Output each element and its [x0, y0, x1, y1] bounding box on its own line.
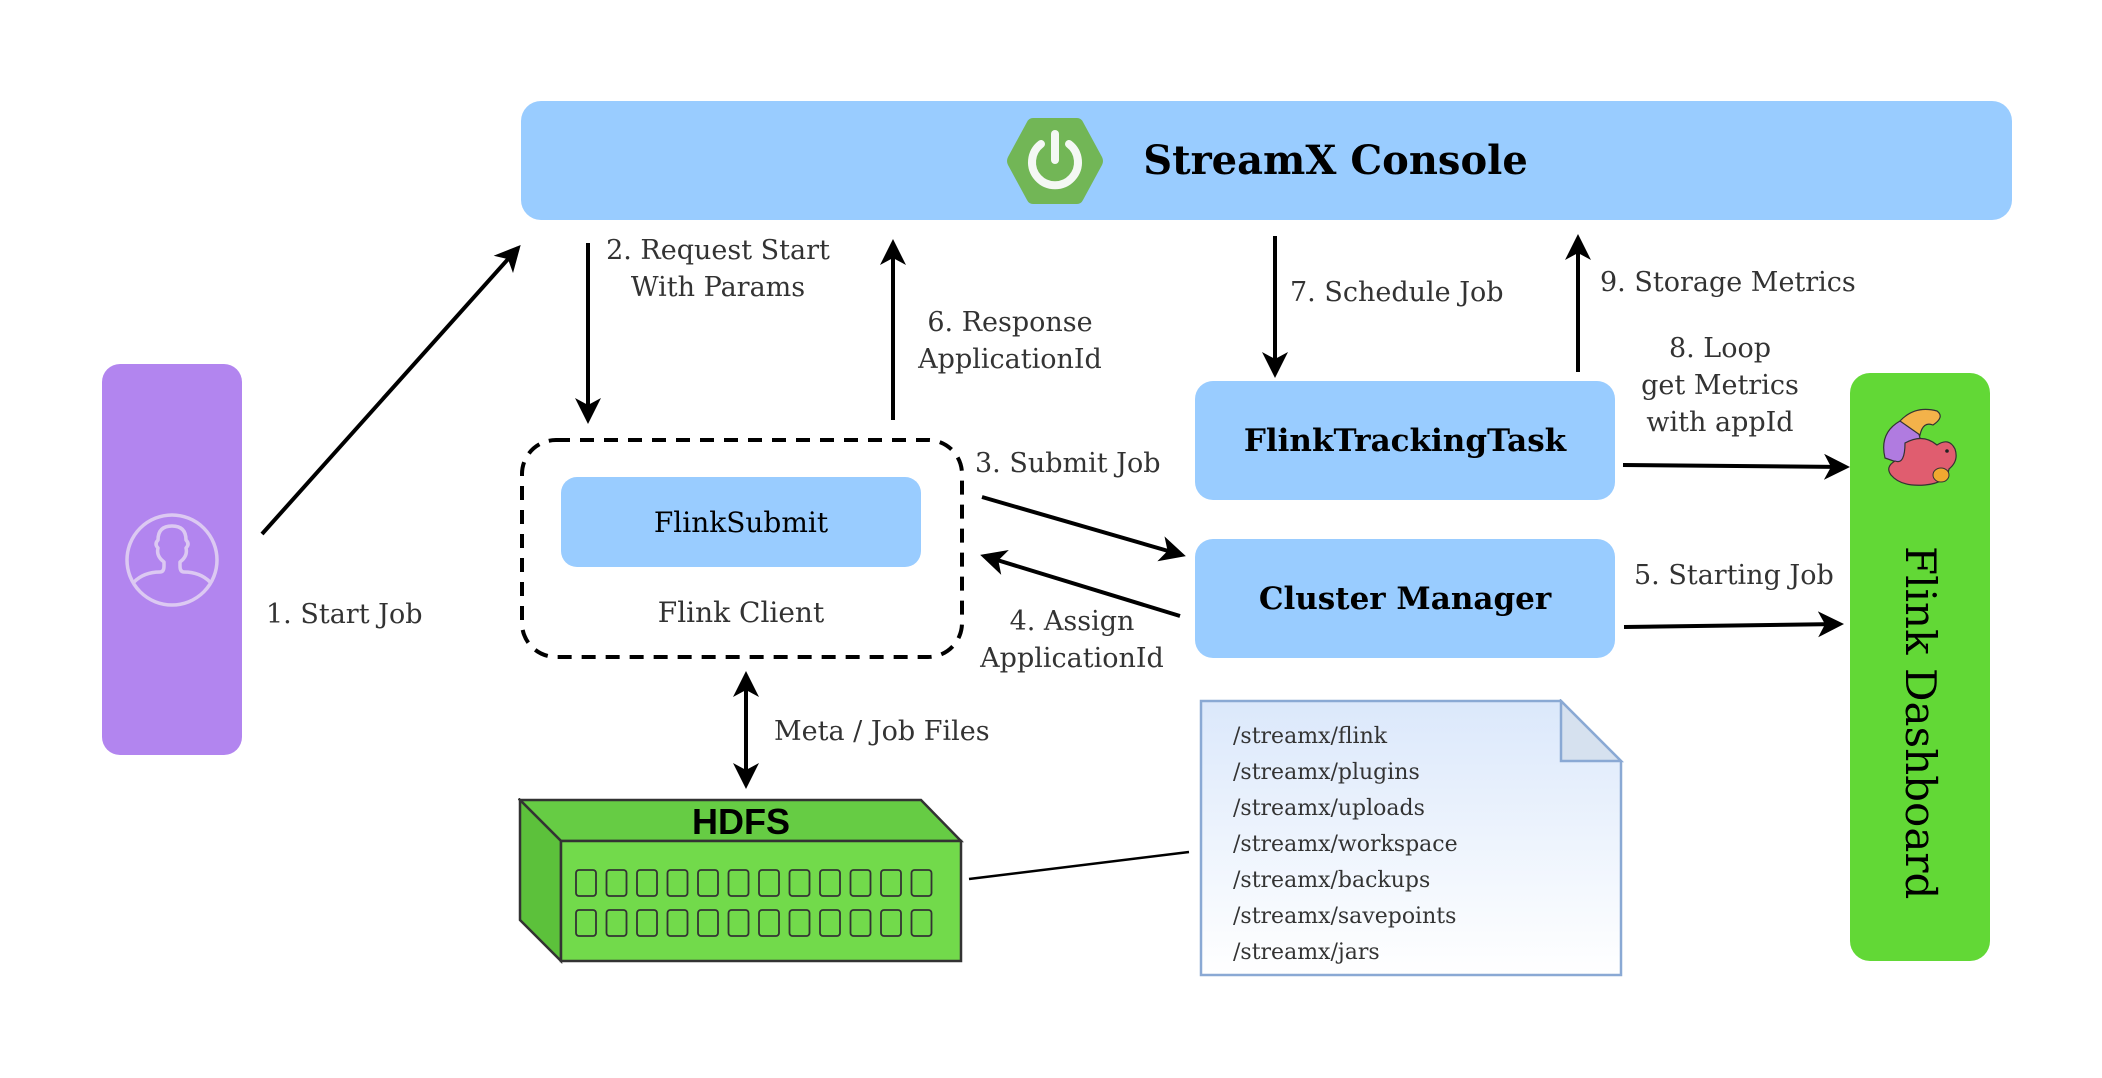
hdfs-note-connector — [968, 850, 1190, 881]
path-item: /streamx/plugins — [1233, 760, 1420, 785]
hdfs-disk-slot — [880, 869, 902, 897]
flink-tracking-task-box[interactable]: FlinkTrackingTask — [1195, 381, 1615, 500]
user-icon — [125, 512, 219, 607]
meta-job-files-label: Meta / Job Files — [774, 716, 990, 747]
path-item: /streamx/jars — [1233, 940, 1380, 965]
console-title: StreamX Console — [1143, 137, 1528, 184]
arrow-5-starting-job — [1623, 611, 1844, 638]
flink-submit-label: FlinkSubmit — [653, 505, 829, 539]
hdfs-disk-slot — [636, 909, 658, 937]
hdfs-disk-slot — [575, 869, 597, 897]
path-item: /streamx/workspace — [1233, 832, 1458, 857]
step-8-label: 8. Loop get Metrics with appId — [1620, 330, 1820, 441]
hdfs-disk-slot — [758, 869, 780, 897]
hdfs-disk-slot — [605, 869, 628, 897]
step-9-label: 9. Storage Metrics — [1600, 267, 1856, 298]
hdfs-disk-slot — [697, 869, 719, 897]
hdfs-disk-grid — [575, 869, 933, 937]
flink-dashboard-label: Flink Dashboard — [1896, 546, 1945, 900]
step-6-line-2: ApplicationId — [918, 344, 1102, 375]
hdfs-disk-slot — [575, 909, 597, 937]
path-item: /streamx/uploads — [1233, 796, 1425, 821]
hdfs-disk-slot — [727, 869, 750, 897]
step-2-label: 2. Request Start With Params — [598, 232, 838, 306]
flink-dashboard-box[interactable]: Flink Dashboard — [1850, 373, 1990, 961]
path-item: /streamx/flink — [1233, 724, 1388, 749]
step-5-label: 5. Starting Job — [1634, 560, 1834, 591]
step-4-label: 4. Assign ApplicationId — [962, 603, 1182, 677]
flink-tracking-task-label: FlinkTrackingTask — [1243, 422, 1567, 459]
hdfs-disk-slot — [697, 909, 719, 937]
cluster-manager-label: Cluster Manager — [1258, 580, 1552, 617]
path-item: /streamx/savepoints — [1233, 904, 1457, 929]
step-8-line-2: get Metrics — [1641, 370, 1799, 401]
arrow-3-submit-job — [981, 495, 1186, 562]
spring-power-icon — [1007, 117, 1104, 204]
step-7-label: 7. Schedule Job — [1290, 277, 1504, 308]
hdfs-disk-slot — [636, 869, 658, 897]
flink-submit-box[interactable]: FlinkSubmit — [561, 477, 921, 567]
hdfs-disk-slot — [849, 909, 872, 937]
step-2-line-2: With Params — [630, 272, 806, 303]
step-6-label: 6. Response ApplicationId — [905, 304, 1115, 378]
hdfs-disk-slot — [666, 909, 689, 937]
arrow-4-assign-appid — [980, 550, 1181, 618]
step-6-line-1: 6. Response — [927, 307, 1093, 338]
step-8-line-1: 8. Loop — [1668, 333, 1772, 364]
hdfs-disk-slot — [758, 909, 780, 937]
hdfs-disk-slot — [788, 909, 811, 937]
hdfs-paths-note — [1199, 699, 1625, 977]
flink-client-label: Flink Client — [657, 596, 825, 629]
user-box[interactable] — [102, 364, 242, 755]
hdfs-disk-slot — [666, 869, 689, 897]
hdfs-disk-slot — [727, 909, 750, 937]
path-item: /streamx/backups — [1233, 868, 1431, 893]
arrow-8-loop-metrics — [1622, 453, 1850, 480]
step-8-line-3: with appId — [1646, 407, 1794, 438]
hdfs-disk-slot — [849, 869, 872, 897]
hdfs-disk-slot — [605, 909, 628, 937]
hdfs-label: HDFS — [692, 801, 790, 842]
hdfs-disk-slot — [819, 909, 841, 937]
hdfs-disk-slot — [880, 909, 902, 937]
cluster-manager-box[interactable]: Cluster Manager — [1195, 539, 1615, 658]
hdfs-disk-slot — [910, 869, 933, 897]
streamx-console-box[interactable]: StreamX Console — [521, 101, 2012, 220]
step-1-label: 1. Start Job — [266, 599, 423, 630]
hdfs-paths-list: /streamx/flink /streamx/plugins /streamx… — [1233, 719, 1458, 971]
step-3-label: 3. Submit Job — [975, 448, 1161, 479]
hdfs-disk-slot — [910, 909, 933, 937]
step-4-line-1: 4. Assign — [1009, 606, 1135, 637]
hdfs-disk-slot — [788, 869, 811, 897]
arrow-1-start-job — [260, 245, 521, 536]
hdfs-storage[interactable] — [518, 798, 968, 964]
flink-squirrel-icon — [1883, 408, 1957, 486]
step-4-line-2: ApplicationId — [980, 643, 1164, 674]
hdfs-disk-slot — [819, 869, 841, 897]
step-2-line-1: 2. Request Start — [606, 235, 830, 266]
